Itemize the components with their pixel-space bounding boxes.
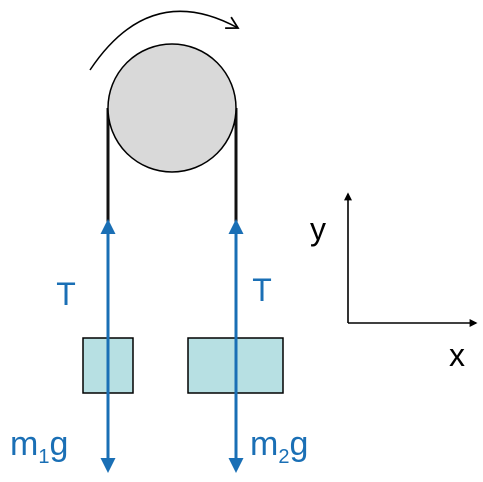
clockwise-arrow-icon bbox=[89, 10, 240, 71]
pulley bbox=[107, 43, 237, 173]
axis-y-label: y bbox=[310, 211, 326, 247]
tension-label-right: T bbox=[252, 272, 272, 308]
axis-x-label: x bbox=[449, 337, 465, 373]
tension-label-left: T bbox=[56, 276, 76, 312]
weight-label-left: m1g bbox=[10, 425, 68, 468]
weight-label-right: m2g bbox=[250, 425, 308, 468]
